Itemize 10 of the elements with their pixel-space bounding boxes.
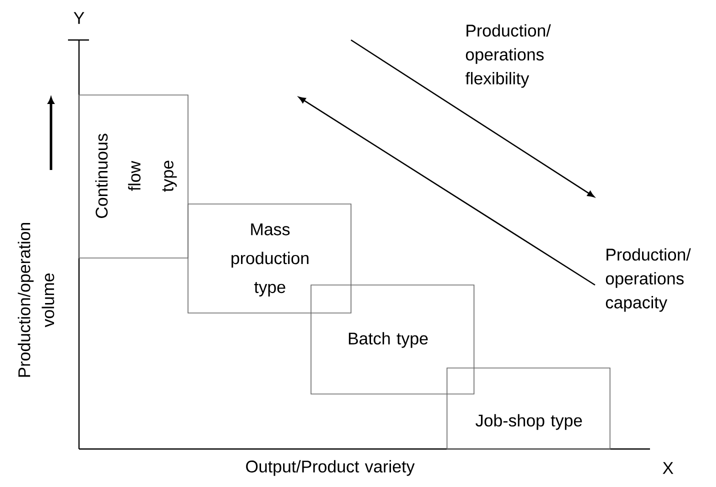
axis-label: Production/ operations capacity (606, 248, 691, 312)
type-box: Mass production type (188, 204, 352, 314)
type-box: Continuous flow type (78, 94, 188, 258)
type-box: Batch type (310, 284, 474, 394)
axis-label: Production/ operations flexibility (465, 24, 551, 88)
axis-label: Output/Product variety (246, 460, 415, 476)
axis-label: X (662, 462, 674, 474)
axis-label: Y (74, 12, 84, 24)
axis-label: Production/operation volume (18, 222, 54, 377)
type-box: Job-shop type (446, 368, 610, 450)
